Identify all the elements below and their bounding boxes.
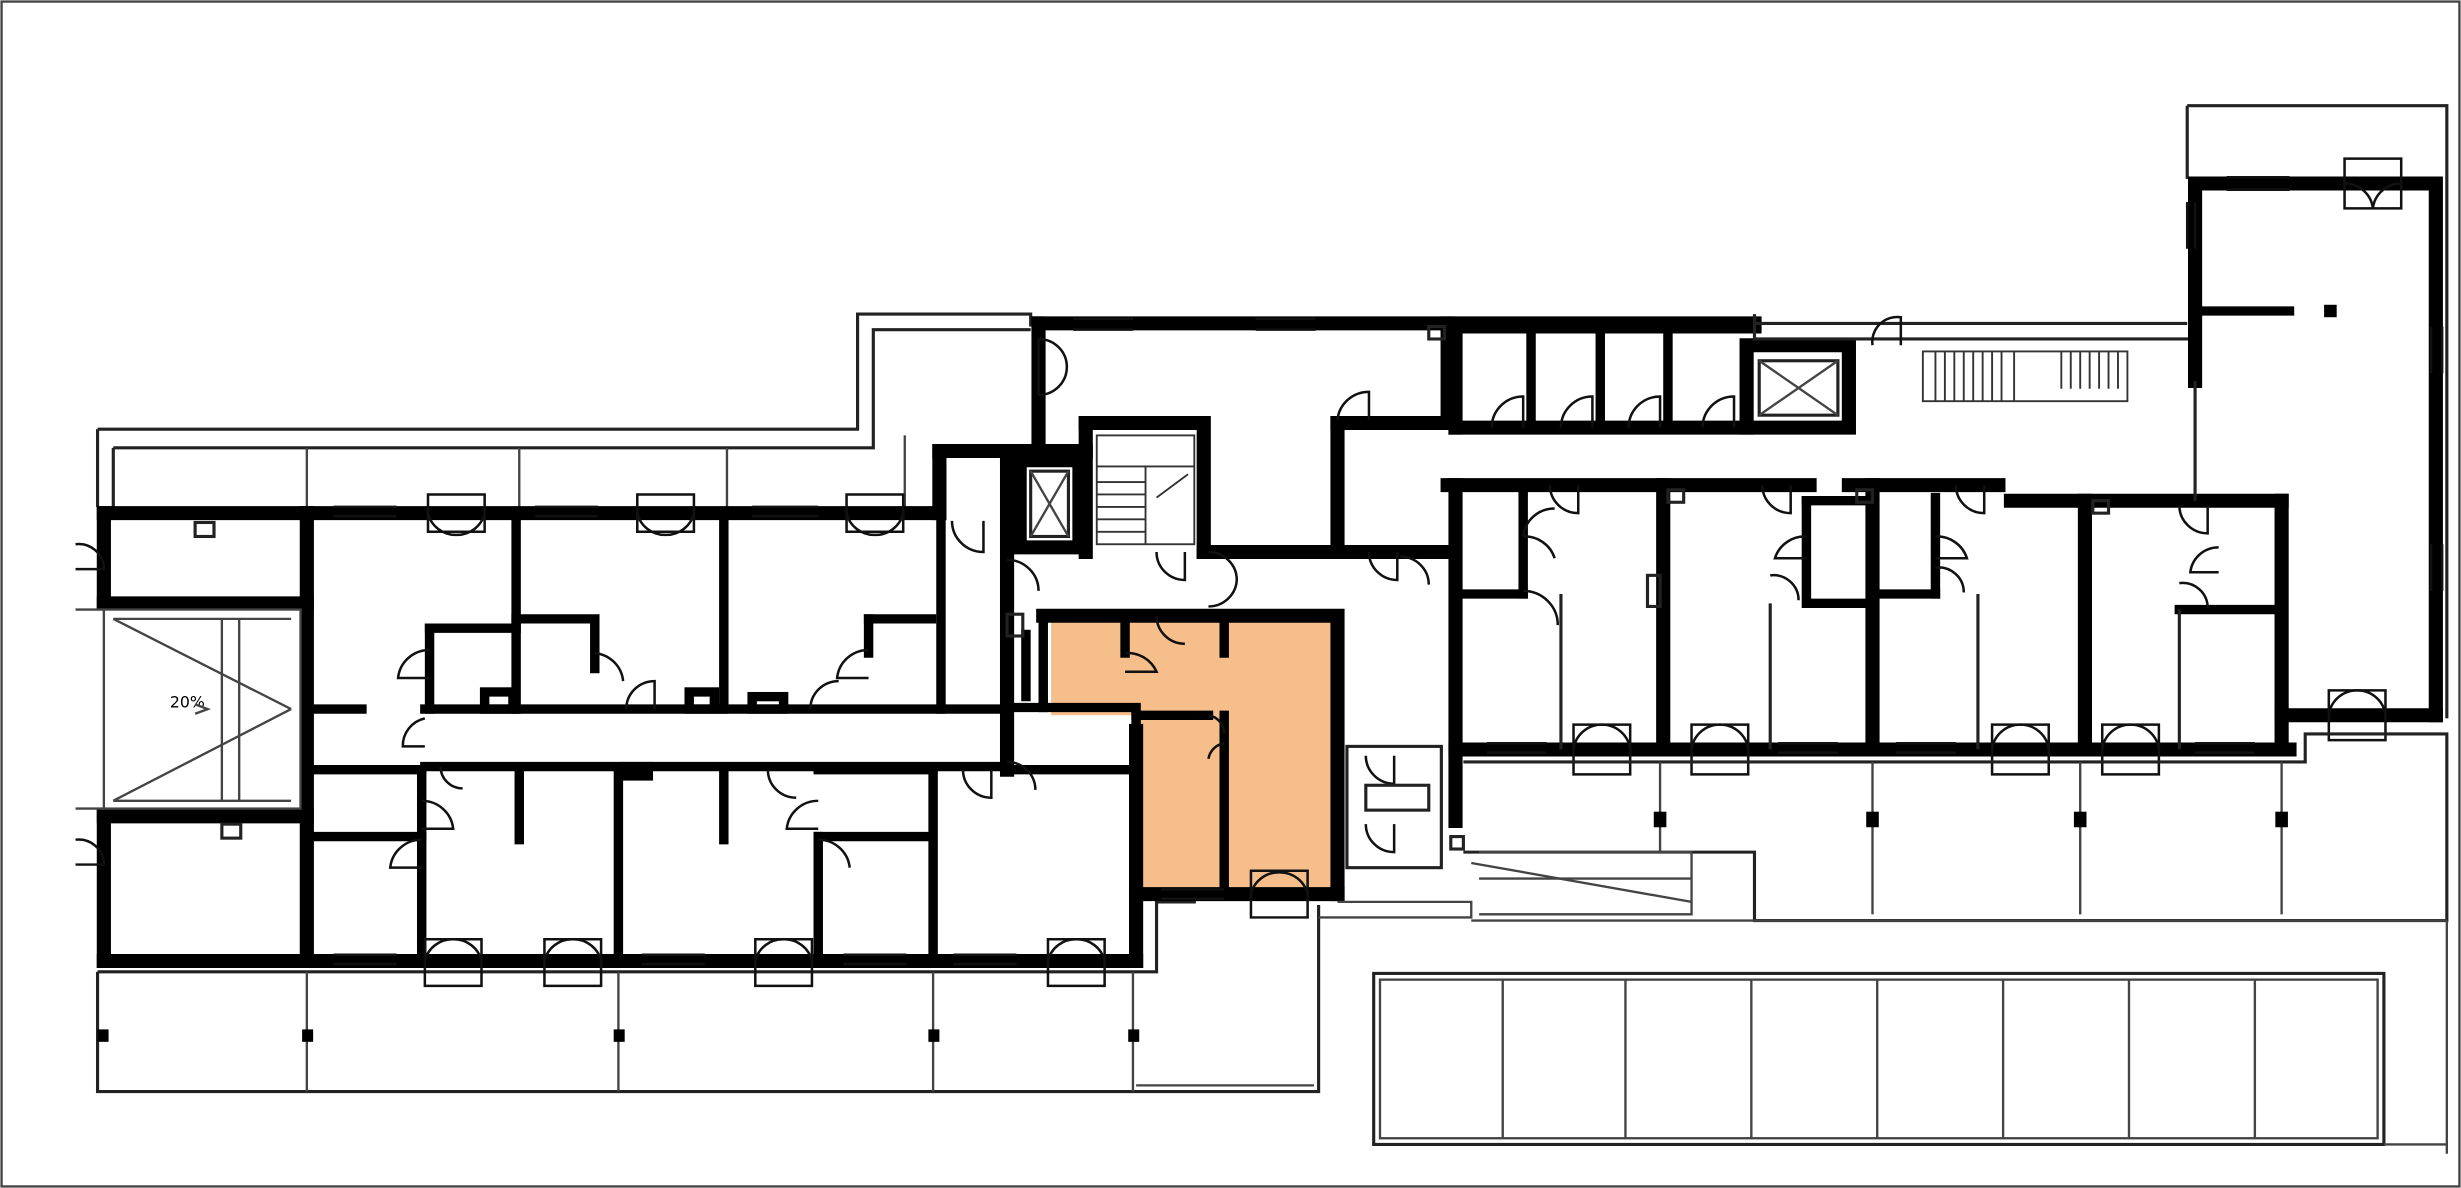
- ramp-slope-label: 20%: [170, 693, 205, 712]
- doors-right-wing: [1486, 315, 2255, 776]
- central-core: [999, 316, 1762, 919]
- right-wing: [1427, 104, 2449, 923]
- central-staircase: [1095, 434, 1196, 546]
- highlighted-apartment[interactable]: [1051, 615, 1338, 893]
- parking-bays: [1372, 920, 2449, 1154]
- left-wing: 20%: [75, 312, 1321, 1094]
- parking-ramp: 20%: [75, 608, 302, 810]
- doors-left-wing: [75, 493, 1106, 988]
- exterior-stair: [1921, 350, 2129, 403]
